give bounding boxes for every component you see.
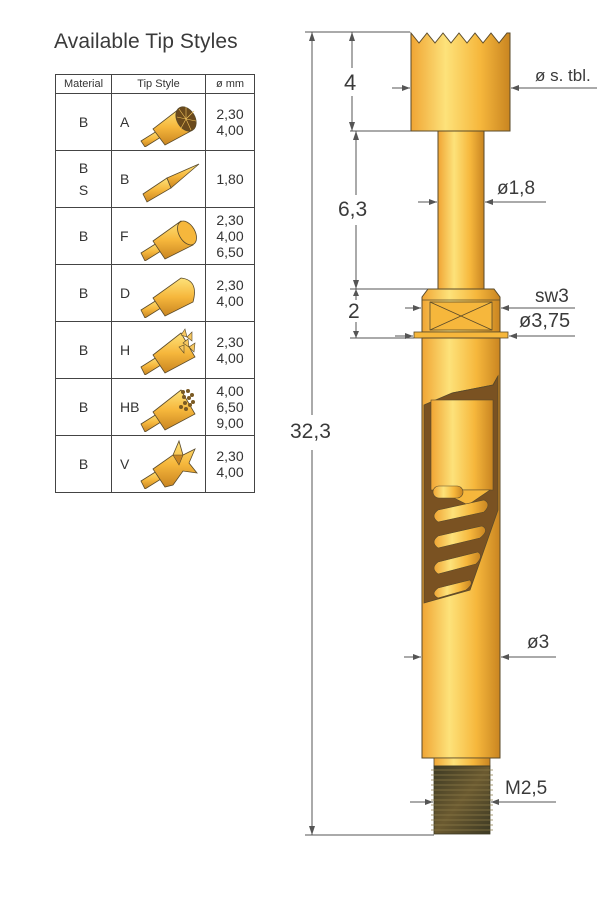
header-tip-style: Tip Style <box>111 74 206 94</box>
diameter-value: 6,50 <box>216 244 244 260</box>
dimension-lines <box>305 31 597 836</box>
dim-collar-length: 2 <box>348 300 360 323</box>
multi-point-fine-tip-icon <box>140 389 196 432</box>
tip-style-label: H <box>120 342 131 358</box>
dim-thread: M2,5 <box>505 778 548 799</box>
diameter-value: 2,30 <box>216 106 244 122</box>
dim-shaft-diameter: ø1,8 <box>497 178 536 199</box>
diameter-value: 1,80 <box>216 171 244 187</box>
spring <box>432 485 489 599</box>
tip-styles-table: Material Tip Style ø mm B A <box>55 74 255 493</box>
material-value: S <box>78 182 89 198</box>
table-row: B V 2,30 4,00 <box>55 435 255 493</box>
crown-v-tip-icon <box>140 439 198 489</box>
thread-m2-5 <box>431 765 493 835</box>
table-header-row: Material Tip Style ø mm <box>55 74 255 94</box>
material-value: B <box>78 114 89 130</box>
tip-style-label: HB <box>120 399 140 415</box>
diameter-value: 2,30 <box>216 448 244 464</box>
material-value: B <box>78 399 89 415</box>
tip-style-label: B <box>120 171 130 187</box>
hex-collar <box>413 288 509 339</box>
diameter-value: 4,00 <box>216 228 244 244</box>
dim-shaft-length: 6,3 <box>338 198 368 221</box>
pointed-cone-tip-icon <box>142 163 200 203</box>
domed-tip-icon <box>140 277 195 318</box>
page-title: Available Tip Styles <box>54 30 238 53</box>
plunger-shaft <box>437 130 485 290</box>
tip-style-label: V <box>120 456 130 472</box>
multi-point-tip-icon <box>140 328 196 375</box>
diameter-value: 4,00 <box>216 383 244 399</box>
dim-head-length: 4 <box>344 70 357 95</box>
tip-style-label: D <box>120 285 131 301</box>
dim-overall-length: 32,3 <box>290 420 331 443</box>
table-row: B D 2,30 4,00 <box>55 264 255 322</box>
table-row: B A 2,30 4,00 <box>55 93 255 151</box>
dim-collar-diameter: ø3,75 <box>519 310 571 332</box>
material-value: B <box>78 342 89 358</box>
table-row: B F 2,30 4,00 6,50 <box>55 207 255 265</box>
barrel-cutaway <box>423 374 499 604</box>
diameter-value: 4,00 <box>216 464 244 480</box>
diameter-value: 9,00 <box>216 415 244 431</box>
material-value: B <box>78 160 89 176</box>
diameter-value: 2,30 <box>216 212 244 228</box>
table-row: B S B 1,80 <box>55 150 255 208</box>
diameter-value: 4,00 <box>216 293 244 309</box>
tip-style-label: F <box>120 228 129 244</box>
material-value: B <box>78 456 89 472</box>
diameter-value: 2,30 <box>216 277 244 293</box>
material-value: B <box>78 228 89 244</box>
flat-tip-icon <box>140 220 197 261</box>
dimension-arrows <box>309 32 519 835</box>
diameter-value: 2,30 <box>216 334 244 350</box>
dim-barrel-diameter: ø3 <box>527 632 550 653</box>
serrated-crown-tip-icon <box>140 106 197 147</box>
material-value: B <box>78 285 89 301</box>
dim-head-diameter: ø s. tbl. <box>535 66 591 85</box>
diameter-value: 4,00 <box>216 350 244 366</box>
probe-head <box>410 31 511 132</box>
tip-style-label: A <box>120 114 130 130</box>
diameter-value: 4,00 <box>216 122 244 138</box>
diameter-value: 6,50 <box>216 399 244 415</box>
dim-wrench-size: sw3 <box>535 286 569 307</box>
